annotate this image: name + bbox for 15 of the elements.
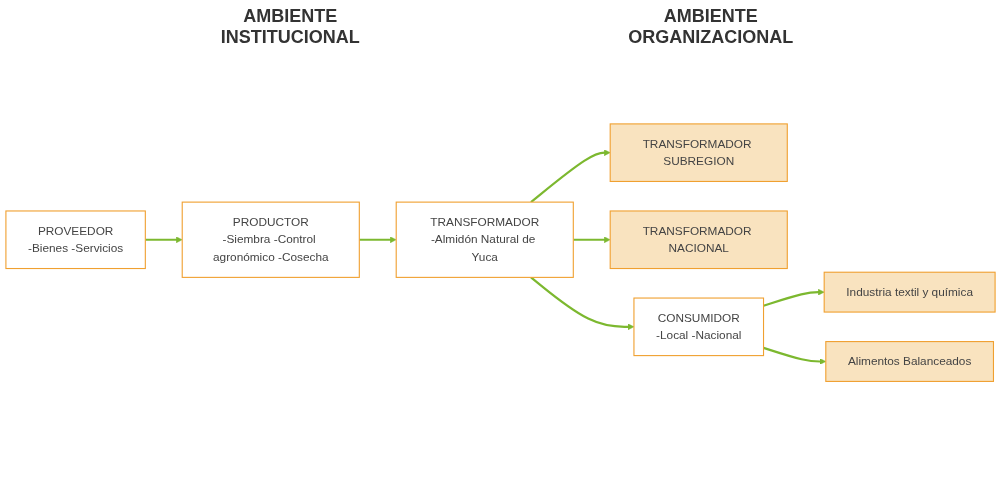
node-box: Alimentos Balanceados — [825, 341, 995, 383]
node-box: CONSUMIDOR -Local -Nacional — [633, 297, 765, 357]
node-box: PRODUCTOR -Siembra -Control agronómico -Cosecha — [181, 201, 360, 279]
node-box: PROVEEDOR -Bienes -Servicios — [5, 210, 146, 270]
node-box: TRANSFORMADOR -Almidón Natural de Yuca — [395, 201, 574, 279]
node-box: Industria textil y química — [823, 272, 996, 313]
arrow — [573, 236, 611, 244]
arrow — [359, 236, 397, 244]
node-box: TRANSFORMADOR NACIONAL — [609, 210, 788, 270]
arrow — [763, 289, 825, 308]
arrow — [145, 236, 183, 244]
section-heading: AMBIENTE ORGANIZACIONAL — [627, 6, 795, 48]
section-heading: AMBIENTE INSTITUCIONAL — [219, 6, 361, 48]
node-box: TRANSFORMADOR SUBREGION — [609, 123, 788, 183]
arrow — [530, 149, 611, 204]
